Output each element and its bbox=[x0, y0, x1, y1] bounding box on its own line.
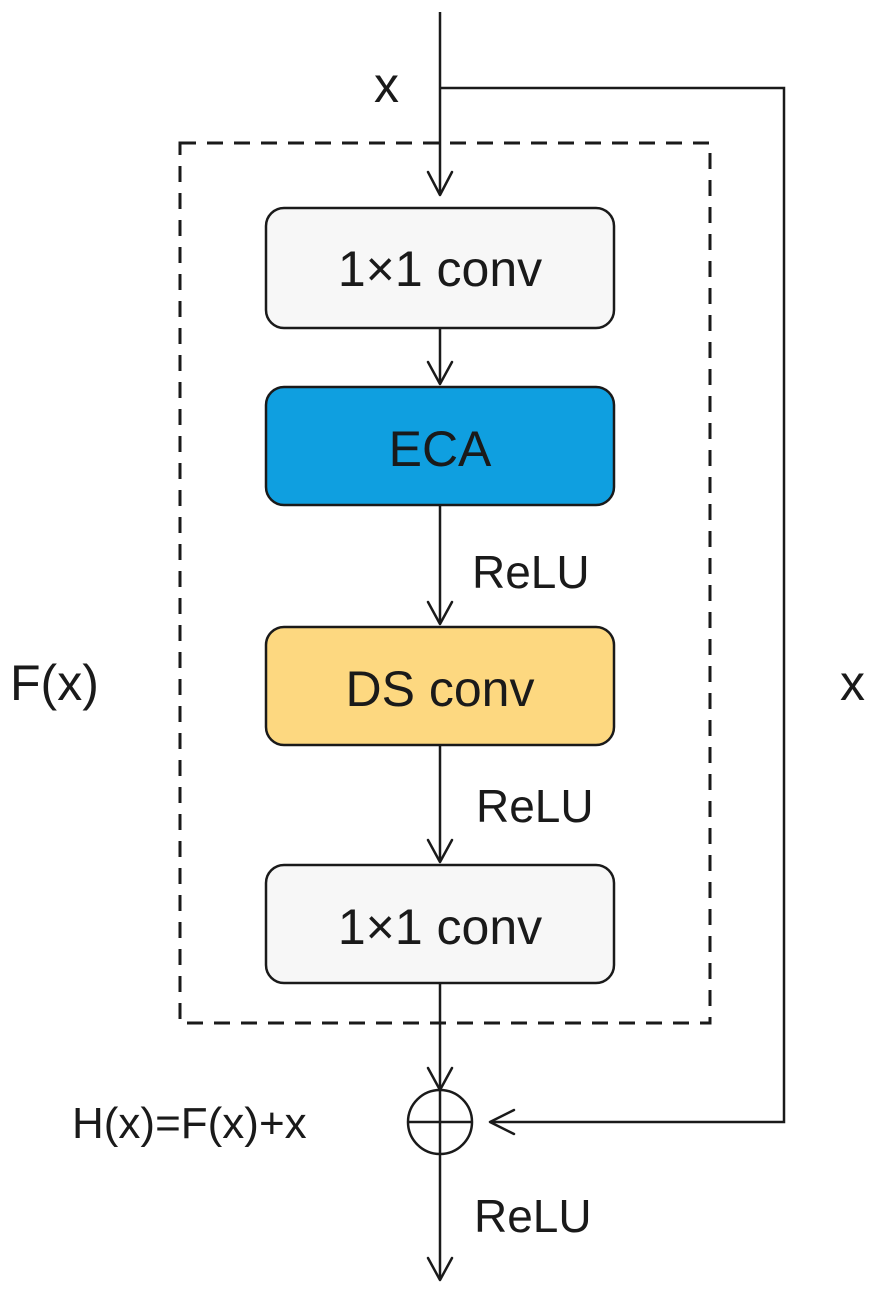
skip-x-label: x bbox=[840, 655, 865, 711]
conv1-label: 1×1 conv bbox=[338, 241, 542, 297]
relu-label-after-dsconv: ReLU bbox=[476, 780, 594, 832]
eca-label: ECA bbox=[389, 421, 492, 477]
arrowhead-eca-to-dsconv bbox=[426, 600, 454, 626]
output-arrowhead bbox=[426, 1256, 454, 1282]
skip-arrowhead bbox=[488, 1108, 516, 1136]
circled-plus-icon bbox=[406, 1088, 474, 1156]
relu-label-after-eca: ReLU bbox=[472, 546, 590, 598]
relu-label-output: ReLU bbox=[474, 1190, 592, 1242]
residual-function-label: F(x) bbox=[10, 655, 99, 711]
residual-function-boundary bbox=[178, 141, 712, 1025]
ds-conv-label: DS conv bbox=[346, 661, 535, 717]
skip-connection-line bbox=[440, 86, 786, 1124]
input-x-label: x bbox=[374, 57, 399, 113]
input-arrowhead bbox=[426, 170, 454, 197]
arrowhead-conv1-to-eca bbox=[426, 360, 454, 386]
output-equation-label: H(x)=F(x)+x bbox=[72, 1099, 307, 1148]
conv2-label: 1×1 conv bbox=[338, 899, 542, 955]
arrowhead-dsconv-to-conv2 bbox=[426, 838, 454, 864]
